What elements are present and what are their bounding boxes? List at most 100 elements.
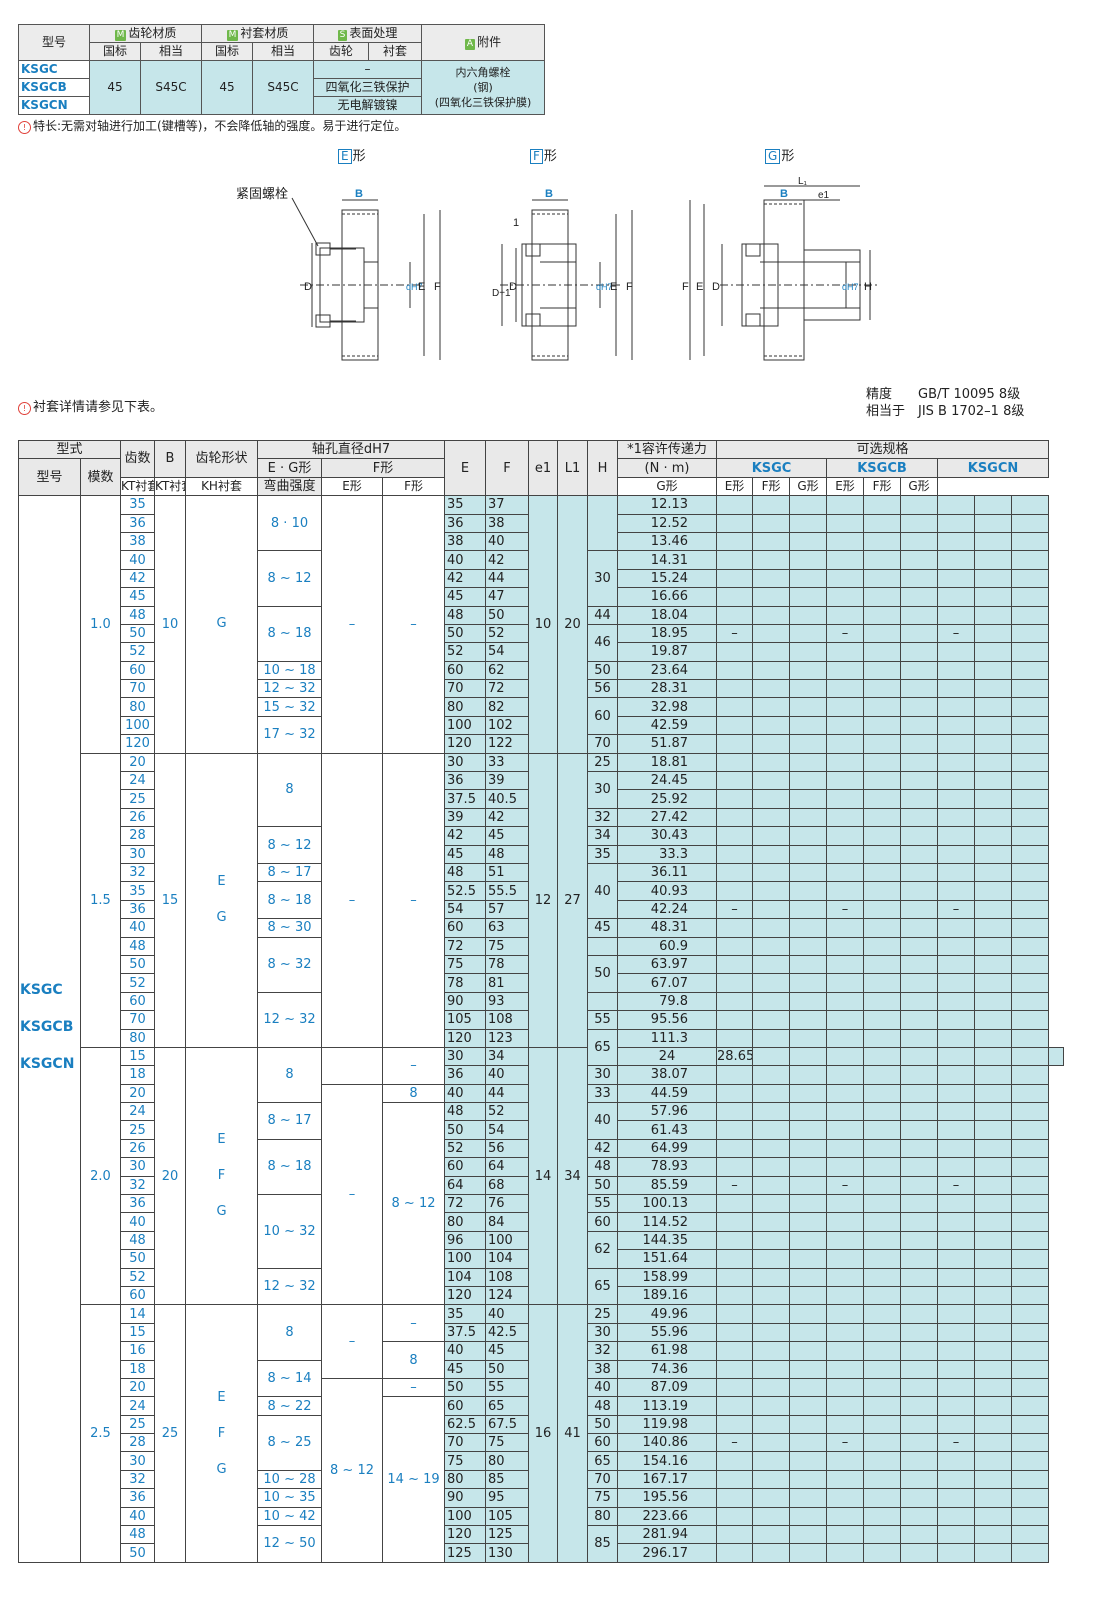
bore-eg-cell: 8 ~ 18 xyxy=(257,1138,323,1196)
option-cell xyxy=(900,1414,939,1435)
option-cell xyxy=(1011,1396,1050,1416)
option-cell xyxy=(752,1377,791,1398)
l1-cell: 27 xyxy=(557,752,589,1048)
shape-g-box: G xyxy=(765,149,781,164)
option-cell xyxy=(789,1469,828,1490)
option-cell xyxy=(974,623,1013,644)
e-cell: 35 xyxy=(444,495,487,515)
option-cell xyxy=(937,954,976,975)
e-cell: 75 xyxy=(444,954,487,975)
bore-eg-cell: 8 ~ 32 xyxy=(257,936,323,993)
option-cell xyxy=(1011,881,1050,901)
surface-3: 无电解镀镍 xyxy=(313,96,422,115)
option-cell xyxy=(974,1488,1013,1508)
option-cell xyxy=(752,1543,791,1563)
e-cell: 100 xyxy=(444,715,487,736)
torque-cell: 42.24 xyxy=(617,899,718,920)
torque-cell: 140.86 xyxy=(617,1433,718,1453)
option-cell xyxy=(974,1506,1013,1527)
option-cell xyxy=(1011,789,1050,809)
accessory-1: 内六角螺栓 xyxy=(455,66,511,79)
e-d-label: D xyxy=(304,281,312,293)
option-cell xyxy=(937,1065,976,1085)
option-cell xyxy=(900,973,939,993)
option-cell xyxy=(789,679,828,699)
option-cell xyxy=(937,1212,976,1232)
teeth-cell: 48 xyxy=(120,605,156,625)
h-torque3: 弯曲强度 xyxy=(257,476,323,497)
teeth-cell: 32 xyxy=(120,862,156,883)
h-ksgcb-e: E形 xyxy=(716,476,754,497)
teeth-cell: 40 xyxy=(120,550,156,570)
option-cell: – xyxy=(937,899,976,920)
option-cell xyxy=(974,973,1013,993)
option-cell xyxy=(826,587,865,607)
option-cell xyxy=(1011,605,1050,625)
e-cell: 37.5 xyxy=(444,1322,487,1343)
teeth-cell: 38 xyxy=(120,531,156,552)
e-cell: 105 xyxy=(444,1010,487,1030)
option-cell xyxy=(863,1414,902,1435)
e-cell: 40 xyxy=(444,1083,487,1104)
option-cell xyxy=(826,826,865,846)
f-b-label: B xyxy=(545,188,553,200)
option-cell xyxy=(826,1028,865,1048)
option-cell xyxy=(826,1451,865,1471)
h-gearsurf: 齿轮 xyxy=(313,42,369,61)
option-cell xyxy=(974,1157,1013,1177)
option-cell xyxy=(716,881,754,901)
option-cell: – xyxy=(937,623,976,644)
option-cell xyxy=(752,1359,791,1379)
h-cell: 30 xyxy=(587,1065,619,1085)
option-cell xyxy=(974,1083,1013,1104)
h-cell: 40 xyxy=(587,862,619,920)
e-cell: 45 xyxy=(444,1359,487,1379)
teeth-cell: 40 xyxy=(120,918,156,938)
h-cell: 35 xyxy=(587,844,619,864)
option-cell xyxy=(974,1396,1013,1416)
option-cell xyxy=(789,495,828,515)
bore-eg-cell: 10 ~ 35 xyxy=(257,1488,323,1508)
option-cell xyxy=(900,1175,939,1196)
option-cell xyxy=(716,1083,754,1104)
option-cell xyxy=(716,1377,754,1398)
option-cell xyxy=(789,752,828,773)
gear-drawings: 紧固螺栓 B D dH7 E F B 1 D+1 D dH7 E F L₁ B … xyxy=(236,176,880,361)
teeth-cell: 25 xyxy=(120,1120,156,1140)
f-cell: 33 xyxy=(485,752,530,773)
option-cell xyxy=(974,513,1013,533)
h-cell: 44 xyxy=(587,605,619,625)
option-cell xyxy=(716,918,754,938)
option-cell xyxy=(863,936,902,956)
torque-cell: 30.43 xyxy=(617,826,718,846)
e-cell: 40 xyxy=(444,550,487,570)
e-cell: 70 xyxy=(444,679,487,699)
option-cell xyxy=(826,568,865,589)
option-cell xyxy=(789,1230,828,1251)
option-cell xyxy=(826,660,865,681)
option-cell xyxy=(900,1267,939,1287)
g-d-label: D xyxy=(712,281,720,293)
torque-cell: 55.96 xyxy=(617,1322,718,1343)
option-cell xyxy=(974,1285,1013,1306)
option-cell xyxy=(716,807,754,828)
option-cell xyxy=(789,862,828,883)
teeth-cell: 14 xyxy=(120,1304,156,1324)
option-cell xyxy=(716,1359,754,1379)
option-cell xyxy=(716,495,754,515)
e-cell: 52 xyxy=(444,642,487,662)
e-f-label: F xyxy=(434,281,441,293)
option-cell xyxy=(752,807,791,828)
option-cell xyxy=(974,568,1013,589)
option-cell xyxy=(826,1083,865,1104)
bore-eg-cell: 8 ~ 14 xyxy=(257,1359,323,1398)
option-cell xyxy=(974,1341,1013,1361)
shape-letter: G xyxy=(216,1204,227,1220)
h-cell xyxy=(587,936,619,956)
option-cell xyxy=(789,1138,828,1159)
torque-cell: 60.9 xyxy=(617,936,718,956)
